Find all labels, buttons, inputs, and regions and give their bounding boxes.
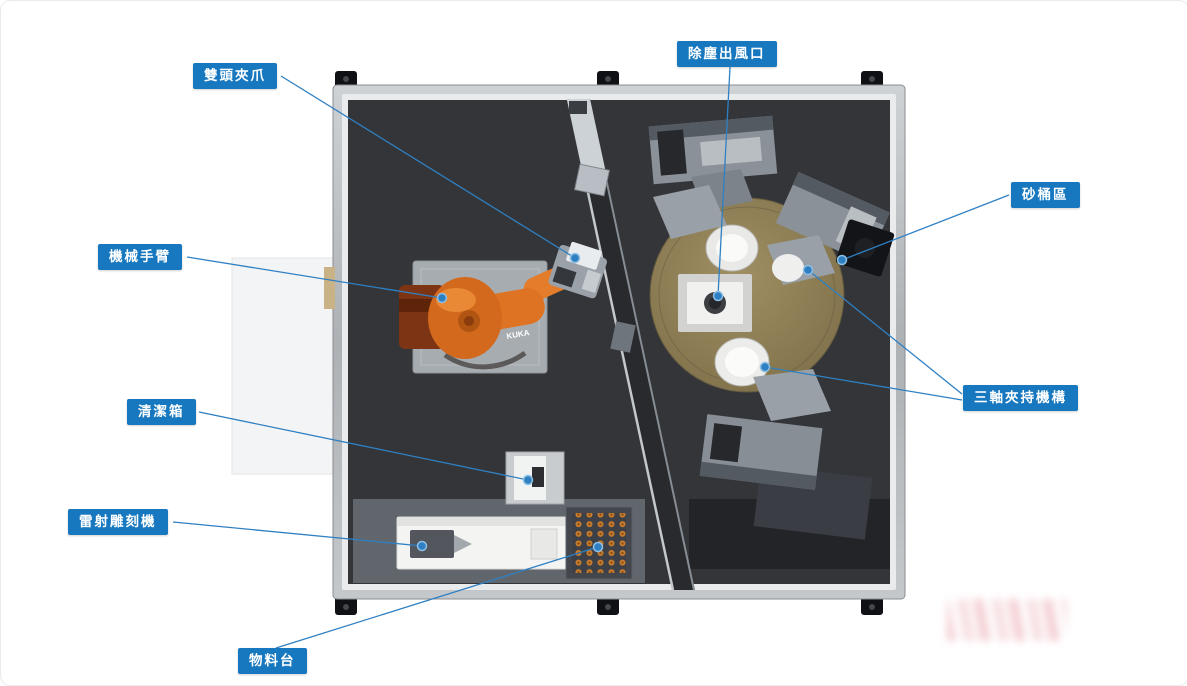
dust-outlet-port [678,274,752,332]
label-material-table: 物料台 [238,648,307,674]
laser-engraver-graphic [396,516,568,570]
leader-lines [172,66,1010,649]
marker-dot [436,292,448,304]
label-laser-engraver: 雷射雕刻機 [68,509,168,535]
linear-rail [566,98,695,591]
three-axis-clamp-top [653,185,759,272]
marker-dot [836,254,848,266]
three-axis-clamp-right [767,235,835,285]
label-sand-bucket-area: 砂桶區 [1011,182,1080,208]
marker-dot [569,252,581,264]
label-cleaning-box: 清潔箱 [127,399,196,425]
marker-dot [592,541,604,553]
leader-line [717,66,731,297]
leader-line [172,521,423,547]
leader-line [198,411,529,481]
grinder-unit-bottom [699,414,823,490]
leader-line [841,194,1010,261]
marker-dot [712,290,724,302]
kuka-logo-text: KUKA [506,328,531,341]
label-three-axis-clamp: 三軸夾持機構 [963,385,1078,411]
leader-line [764,366,963,401]
marker-dot [802,264,814,276]
leader-line [275,546,599,649]
leader-line [186,256,443,299]
side-table [231,257,335,475]
marker-dot [522,474,534,486]
label-robot-arm: 機械手臂 [98,244,182,270]
label-double-head-gripper: 雙頭夾爪 [193,63,277,89]
double-head-gripper-graphic [548,241,607,299]
watermark-blur [947,599,1067,641]
sand-bucket [835,219,895,277]
marker-dot [759,361,771,373]
leader-line [807,269,963,395]
label-dust-outlet: 除塵出風口 [677,41,777,67]
leader-line [280,75,576,259]
marker-dot [416,540,428,552]
marker-dots [416,252,848,553]
three-axis-clamp-bottom [714,337,831,421]
